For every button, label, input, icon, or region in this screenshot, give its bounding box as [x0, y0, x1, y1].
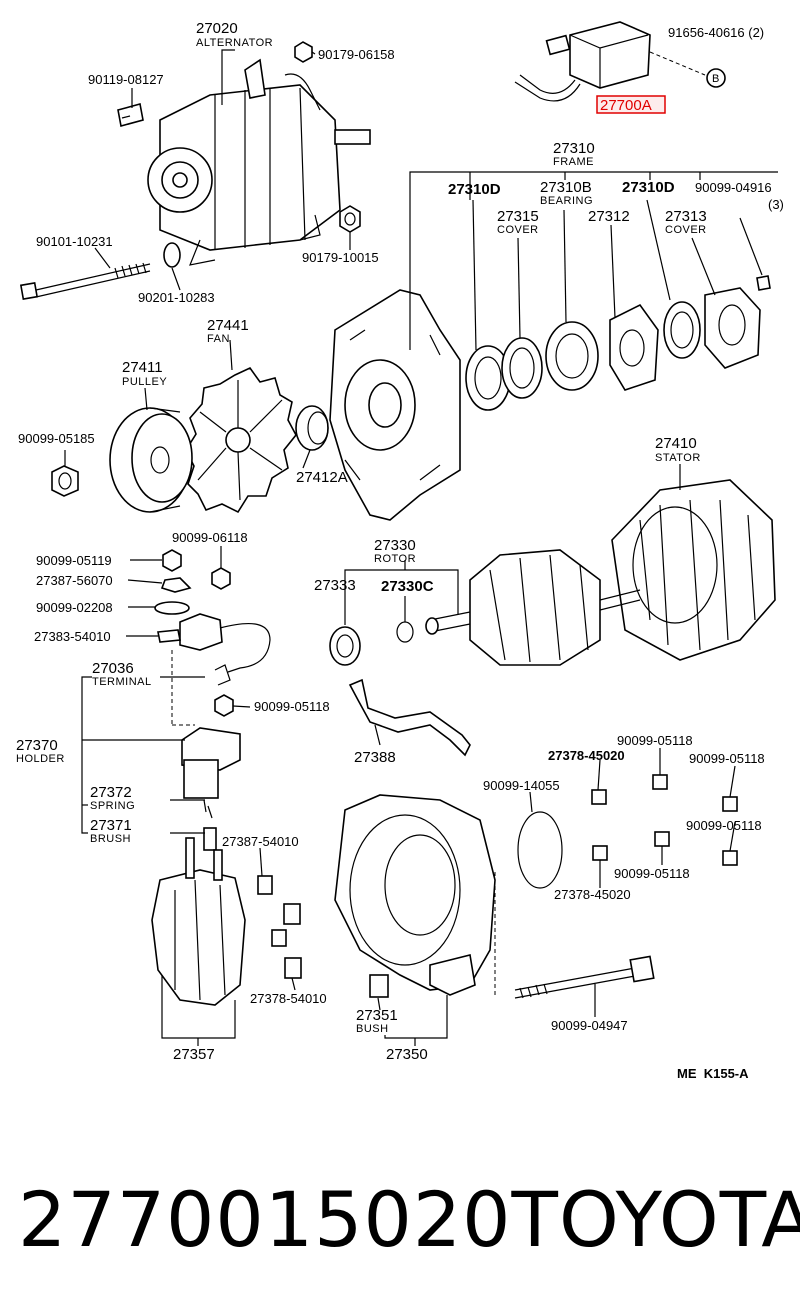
pulley-drawing [109, 407, 193, 513]
label-washer: 90201-10283 [138, 290, 215, 305]
label-brush-code: 27371 [90, 817, 132, 834]
label-alternator-code: 27020 [196, 20, 238, 37]
label-alternator-name: ALTERNATOR [196, 37, 273, 49]
rear-frame-drawing [334, 794, 496, 998]
holder-assembly-drawing [181, 727, 241, 851]
label-27388: 27388 [354, 749, 396, 766]
label-spring-name: SPRING [90, 800, 135, 812]
label-spacer: 27412A [296, 469, 348, 486]
label-rear-frame-27350: 27350 [386, 1046, 428, 1063]
label-fan-code: 27441 [207, 317, 249, 334]
label-pulley-code: 27411 [122, 359, 163, 376]
fan-drawing [185, 366, 297, 514]
front-frame-drawing [329, 289, 461, 521]
label-bush-name: BUSH [356, 1023, 389, 1035]
label-27330c: 27330C [381, 578, 434, 595]
label-nut-05118b: 90099-05118 [617, 733, 693, 748]
top-nut-drawing [294, 41, 313, 63]
label-regulator-bolt: 91656-40616 (2) [668, 25, 764, 40]
label-cover1-code: 27315 [497, 208, 539, 225]
regulator-drawing [514, 21, 706, 102]
label-27333: 27333 [314, 577, 356, 594]
label-pulley-nut: 90099-05185 [18, 431, 95, 446]
label-side-nut: 90179-10015 [302, 250, 379, 265]
label-brush-name: BRUSH [90, 833, 131, 845]
label-27310d-left: 27310D [448, 181, 501, 198]
label-insulator-45020b: 27378-45020 [554, 887, 631, 902]
spacer-drawing [295, 405, 329, 451]
label-terminal-code: 27036 [92, 660, 134, 677]
oring-14055-drawing [517, 811, 563, 889]
terminal-stack-drawing [154, 549, 271, 726]
label-insulator-54010b: 27387-54010 [222, 834, 299, 849]
label-long-bolt: 90101-10231 [36, 234, 113, 249]
long-bolt-drawing [19, 262, 151, 301]
label-stator-name: STATOR [655, 452, 701, 464]
ring-27333-inner [336, 634, 354, 658]
diagram-reference-code: ME K155-A [677, 1066, 749, 1080]
label-insulator-45020a: 27378-45020 [548, 748, 625, 763]
stator-drawing [611, 479, 776, 661]
footer-part-number: 2770015020 [18, 1175, 512, 1264]
part-labels: 27020 ALTERNATOR 90179-06158 90119-08127… [16, 20, 784, 1080]
label-frame-code: 27310 [553, 140, 595, 157]
label-part-54010: 27383-54010 [34, 629, 111, 644]
label-nut-05118c: 90099-05118 [689, 751, 765, 766]
label-terminal-name: TERMINAL [92, 676, 152, 688]
label-rectifier-27357: 27357 [173, 1046, 215, 1063]
label-rotor-code: 27330 [374, 537, 416, 554]
label-top-nut: 90179-06158 [318, 47, 395, 62]
label-pulley-name: PULLEY [122, 376, 167, 388]
label-rotor-name: ROTOR [374, 553, 416, 565]
label-nut-05118a: 90099-05118 [254, 699, 330, 714]
marker-b: B [706, 68, 726, 88]
washer-drawing [163, 242, 181, 268]
label-insulator-54010: 27378-54010 [250, 991, 327, 1006]
label-screw-code: 90099-04916 [695, 180, 772, 195]
label-cover1-name: COVER [497, 224, 539, 236]
rectifier-drawing [151, 837, 302, 1006]
bracket-27388-drawing [348, 678, 471, 757]
pulley-nut-drawing [51, 465, 79, 497]
through-bolt-drawing [494, 870, 655, 999]
label-oring-14055: 90099-14055 [483, 778, 560, 793]
label-nut-05118e: 90099-05118 [614, 866, 690, 881]
highlight-box [596, 95, 666, 114]
side-nut-drawing [339, 205, 361, 233]
alternator-exploded-diagram: B 27700A 27020 ALTERNATOR 90179-06158 90… [16, 20, 784, 1080]
label-holder-code: 27370 [16, 737, 58, 754]
label-27312: 27312 [588, 208, 630, 225]
label-nut-05118d: 90099-05118 [686, 818, 762, 833]
leader-lines [64, 49, 778, 1046]
ring-27333-drawing [329, 626, 361, 666]
label-nut-05119: 90099-05119 [36, 553, 112, 568]
label-holder-name: HOLDER [16, 753, 65, 765]
label-27310d-right: 27310D [622, 179, 675, 196]
label-insulator-56070: 27387-56070 [36, 573, 113, 588]
label-screw-qty: (3) [768, 197, 784, 212]
oring-27330c-drawing [396, 621, 414, 643]
alternator-assembly-drawing [147, 58, 371, 266]
rotor-drawing [425, 549, 641, 666]
label-cover2-code: 27313 [665, 208, 707, 225]
label-bearing-code: 27310B [540, 179, 592, 196]
label-small-bolt: 90119-08127 [88, 72, 164, 87]
label-bearing-name: BEARING [540, 195, 593, 207]
highlight-code: 27700A [600, 97, 652, 114]
label-fan-name: FAN [207, 333, 230, 345]
svg-text:B: B [712, 73, 720, 85]
footer-brand: TOYOTA [511, 1175, 800, 1264]
label-bush-code: 27351 [356, 1007, 398, 1024]
label-washer-02208: 90099-02208 [36, 600, 113, 615]
label-spring-code: 27372 [90, 784, 132, 801]
label-cover2-name: COVER [665, 224, 707, 236]
highlighted-part-label[interactable]: 27700A [596, 95, 666, 114]
label-through-bolt: 90099-04947 [551, 1018, 628, 1033]
bearing-ring-stack-drawing [465, 275, 771, 411]
label-frame-name: FRAME [553, 156, 594, 168]
label-stator-code: 27410 [655, 435, 697, 452]
footer-bar: 2770015020 TOYOTA [18, 1165, 800, 1275]
small-bolt-drawing [117, 102, 144, 128]
label-nut-06118: 90099-06118 [172, 530, 248, 545]
